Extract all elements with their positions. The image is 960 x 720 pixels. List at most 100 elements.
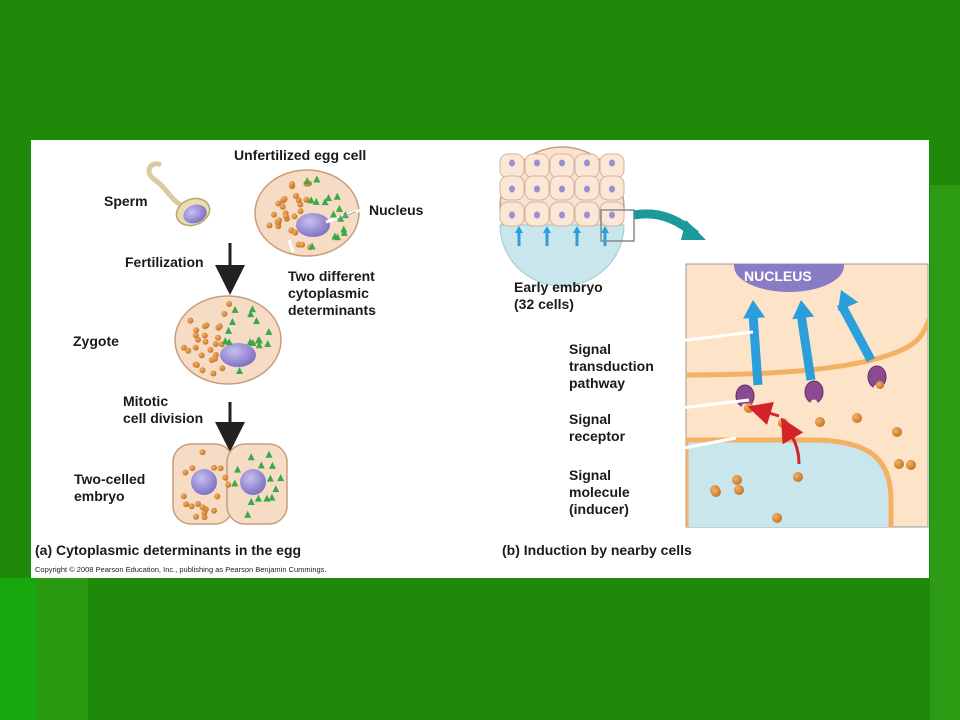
- embryo-nucleus: [509, 211, 515, 219]
- determinant-dot: [182, 469, 189, 476]
- determinant-triangle: [312, 197, 320, 205]
- determinant-dot: [207, 346, 214, 353]
- determinant-triangle: [337, 214, 345, 222]
- determinant-triangle: [231, 305, 239, 313]
- determinant-triangle: [264, 339, 272, 347]
- determinant-dot: [211, 464, 217, 471]
- determinant-triangle: [254, 494, 262, 502]
- determinant-triangle: [247, 453, 255, 461]
- determinant-dot: [219, 365, 226, 372]
- embryo-signal-arrow-head: [515, 226, 523, 233]
- determinant-triangle: [303, 177, 311, 185]
- signal-molecule: [778, 418, 788, 428]
- determinant-triangle: [221, 337, 229, 345]
- embryo-nucleus: [559, 185, 565, 193]
- embryo-nucleus: [509, 159, 515, 167]
- embryo-nucleus: [534, 185, 540, 193]
- two-celled-embryo: [172, 443, 288, 525]
- embryo-nucleus: [609, 211, 615, 219]
- determinant-triangle: [265, 327, 273, 335]
- determinant-triangle: [247, 497, 255, 505]
- determinant-dot: [188, 503, 195, 510]
- determinant-triangle: [268, 461, 276, 469]
- signal-molecule: [772, 513, 782, 523]
- inducer-arrow: [781, 417, 804, 465]
- determinant-triangle: [321, 198, 329, 206]
- transduction-arrow: [748, 313, 763, 386]
- determinant-triangle: [307, 196, 315, 204]
- determinant-dot: [292, 229, 299, 236]
- zoom-box: [600, 209, 635, 242]
- determinant-triangle: [266, 474, 274, 482]
- transduction-arrow-head: [792, 300, 815, 320]
- label-zygote: Zygote: [73, 333, 119, 349]
- determinant-dot: [211, 507, 217, 514]
- determinant-triangle: [247, 310, 255, 318]
- background-stripe: [36, 578, 88, 720]
- determinant-dot: [189, 465, 196, 472]
- determinant-triangle: [254, 336, 262, 344]
- determinant-dot: [276, 217, 283, 224]
- determinant-dot: [282, 213, 289, 220]
- determinant-dot: [281, 196, 288, 202]
- determinant-dot: [211, 355, 218, 362]
- determinant-dot: [212, 341, 219, 347]
- label-signal-molecule: Signal molecule (inducer): [569, 467, 630, 517]
- determinant-triangle: [225, 338, 233, 346]
- transduction-arrow: [796, 313, 816, 381]
- determinant-triangle: [333, 233, 341, 241]
- determinant-dot: [295, 197, 302, 204]
- determinant-triangle: [228, 317, 236, 325]
- determinant-dot: [195, 501, 201, 507]
- label-unfertilized-egg: Unfertilized egg cell: [234, 147, 367, 163]
- embryo-nucleus: [609, 159, 615, 167]
- signal-molecule: [732, 475, 742, 485]
- determinant-dot: [303, 196, 310, 203]
- transduction-arrow: [837, 301, 875, 363]
- transduction-arrow-head: [837, 290, 859, 311]
- signal-molecule: [876, 381, 884, 389]
- determinant-triangle: [231, 479, 239, 487]
- determinant-dot: [217, 465, 224, 472]
- embryo-nucleus: [584, 211, 590, 219]
- signal-molecule: [892, 427, 902, 437]
- caption-b: (b) Induction by nearby cells: [502, 542, 692, 558]
- determinant-triangle: [257, 461, 265, 469]
- determinant-triangle: [277, 474, 285, 482]
- determinant-dot: [193, 362, 200, 368]
- determinant-triangle: [255, 341, 263, 349]
- signal-molecule: [815, 417, 825, 427]
- determinant-dot: [185, 347, 192, 354]
- determinant-dot: [226, 301, 233, 307]
- sperm-cell: [146, 161, 211, 227]
- determinant-dot: [199, 367, 206, 374]
- figure-panel: Unfertilized egg cell Sperm Nucleus Fert…: [31, 140, 929, 578]
- determinant-dot: [183, 501, 190, 508]
- determinant-dot: [199, 504, 206, 511]
- determinant-dot: [266, 222, 273, 229]
- embryo-signal-arrow-head: [573, 226, 581, 233]
- embryo-signal-arrow-head: [601, 226, 609, 233]
- determinant-dot: [203, 322, 210, 329]
- determinant-triangle: [308, 242, 316, 250]
- determinant-dot: [192, 332, 199, 339]
- zoom-arrow-head: [681, 220, 706, 240]
- determinant-dot: [201, 514, 208, 521]
- determinant-triangle: [225, 326, 233, 334]
- signal-molecule: [744, 403, 754, 413]
- determinant-dot: [199, 449, 206, 456]
- unfertilized-egg-cell: [254, 169, 362, 257]
- determinant-dot: [275, 200, 282, 207]
- determinant-triangle: [324, 194, 332, 202]
- determinant-triangle: [335, 204, 343, 212]
- determinant-dot: [297, 208, 304, 215]
- determinant-triangle: [234, 465, 242, 473]
- embryo-nucleus: [534, 159, 540, 167]
- copyright-notice: Copyright © 2008 Pearson Education, Inc.…: [35, 565, 327, 574]
- determinant-dot: [201, 332, 208, 339]
- determinant-dot: [299, 241, 306, 248]
- determinant-triangle: [253, 317, 261, 325]
- embryo-nucleus: [584, 159, 590, 167]
- embryo-nucleus: [609, 185, 615, 193]
- determinant-dot: [225, 481, 232, 488]
